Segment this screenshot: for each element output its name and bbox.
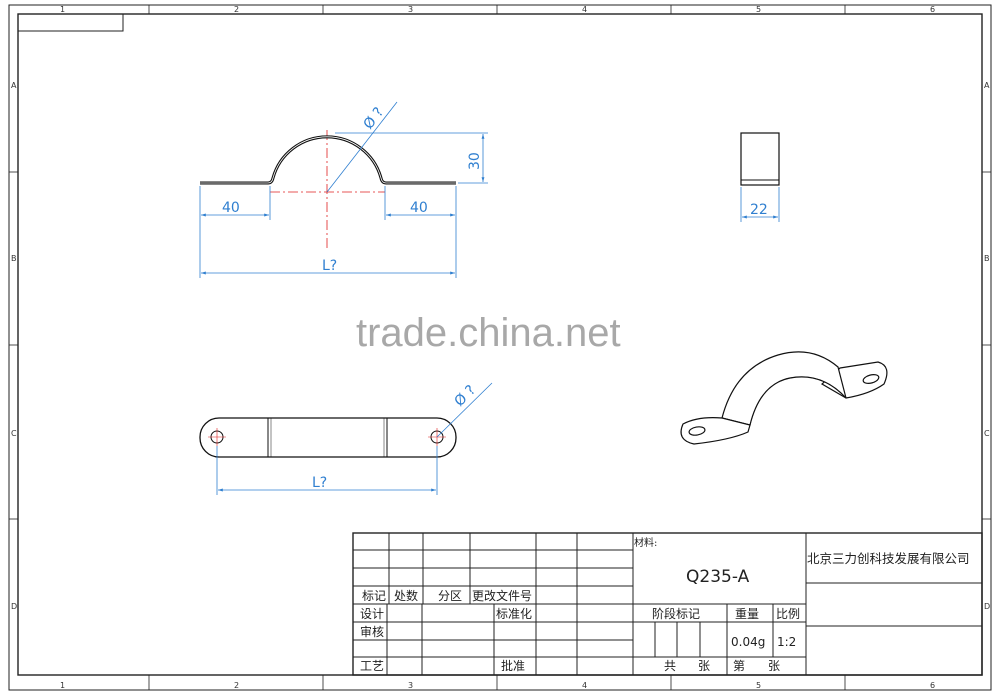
left-flange-dimension: 40 [222,200,240,216]
zone-row-a-right: A [984,81,990,90]
front-view: 40 40 L? 30 Ø ? [199,101,488,278]
scale-label: 比例 [776,607,800,621]
sheets-label-1: 张 [698,659,710,673]
clamp-profile [200,135,456,185]
isometric-view [680,351,888,445]
zone-col-1: 1 [60,5,65,14]
mark-label: 标记 [362,589,386,603]
zone-row-c-right: C [984,429,990,438]
title-block-text: 标记 处数 分区 更改文件号 设计 标准化 审核 工艺 批准 材料: Q235-… [360,536,970,673]
company-name: 北京三力创科技发展有限公司 [807,551,970,566]
zone-col-6-bottom: 6 [930,681,935,690]
diameter-dimension: Ø ? [361,105,388,133]
page-label: 第 [733,659,745,673]
zone-col-5-bottom: 5 [756,681,761,690]
weight-value: 0.04g [731,635,765,649]
length-dimension: L? [322,258,337,274]
title-block [352,532,983,676]
flat-length-dimension: L? [312,475,327,491]
count-label: 处数 [394,588,418,603]
zone-labels: 1 2 3 4 5 6 1 2 3 4 5 6 A B C D A B C D [11,5,990,690]
design-label: 设计 [360,607,384,621]
zone-col-5: 5 [756,5,761,14]
zone-col-2: 2 [234,5,239,14]
standardization-label: 标准化 [496,607,532,621]
material-label: 材料: [634,536,657,549]
zone-row-d-right: D [984,602,990,611]
watermark: trade.china.net [356,311,621,355]
zone-col-4: 4 [582,5,587,14]
sheets-label-2: 张 [768,659,780,673]
zone-col-2-bottom: 2 [234,681,239,690]
zone-col-4-bottom: 4 [582,681,587,690]
approve-label: 批准 [501,658,525,673]
centerlines [270,130,385,250]
width-dimension: 22 [750,202,768,218]
process-label: 工艺 [360,659,384,673]
right-flange-dimension: 40 [410,200,428,216]
side-view: 22 [740,132,780,222]
zone-col-1-bottom: 1 [60,681,65,690]
zone-row-c: C [11,429,17,438]
weight-label: 重量 [735,607,759,621]
material-value: Q235-A [686,567,750,587]
zone-row-b: B [11,254,17,263]
scale-value: 1:2 [777,635,796,649]
stage-mark-label: 阶段标记 [652,606,700,621]
review-label: 审核 [360,624,384,639]
zone-row-d: D [11,602,17,611]
zone-row-b-right: B [984,254,990,263]
zone-col-6: 6 [930,5,935,14]
change-doc-label: 更改文件号 [472,588,532,603]
zone-col-3: 3 [408,5,413,14]
height-dimension: 30 [467,152,483,170]
zone-row-a: A [11,81,17,90]
total-label: 共 [664,659,676,673]
hole-diameter-dimension: Ø ? [452,382,480,410]
zone-label: 分区 [438,589,462,603]
flat-pattern-view: L? Ø ? [199,382,493,495]
dimension-lines [199,101,488,278]
zone-col-3-bottom: 3 [408,681,413,690]
